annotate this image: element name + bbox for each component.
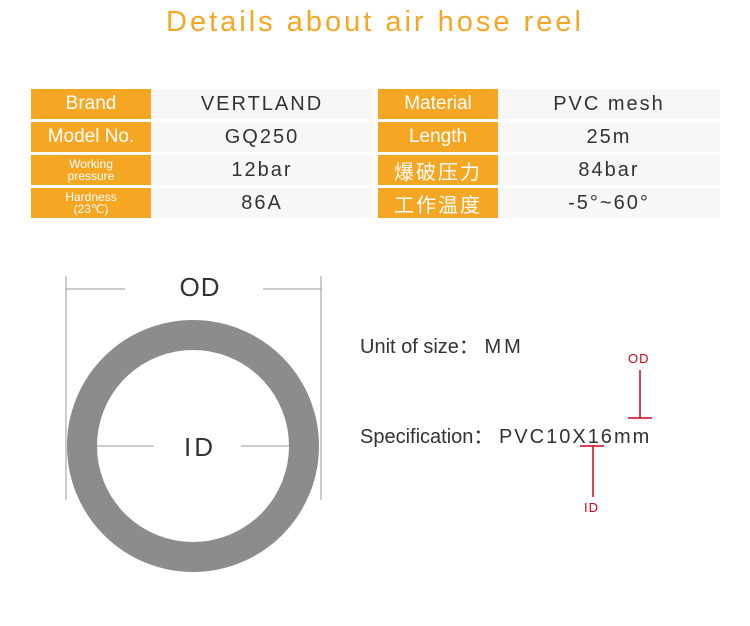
hose-ring: [67, 320, 319, 572]
spec-label: Working pressure: [31, 155, 151, 185]
spec-value: 86A: [151, 188, 373, 218]
spec-row-material: Material PVC mesh: [378, 89, 720, 119]
spec-row-burst-pressure: 爆破压力 84bar: [378, 155, 720, 185]
specification-label: Specification：: [360, 426, 494, 448]
id-label: ID: [184, 432, 216, 462]
spec-table-left: Brand VERTLAND Model No. GQ250 Working p…: [31, 86, 373, 221]
od-tag: OD: [628, 351, 650, 366]
spec-row-hardness: Hardness (23℃) 86A: [31, 188, 373, 218]
spec-label-line: (23℃): [73, 202, 109, 216]
spec-value: PVC mesh: [498, 89, 720, 119]
spec-row-working-pressure: Working pressure 12bar: [31, 155, 373, 185]
spec-value: VERTLAND: [151, 89, 373, 119]
id-tag: ID: [584, 500, 599, 515]
spec-row-length: Length 25m: [378, 122, 720, 152]
spec-label: Material: [378, 89, 498, 119]
spec-value: 12bar: [151, 155, 373, 185]
page-title: Details about air hose reel: [166, 6, 584, 38]
specification-id-value: 10: [546, 426, 573, 448]
spec-label: Length: [378, 122, 498, 152]
spec-value: 84bar: [498, 155, 720, 185]
unit-value: MM: [484, 336, 524, 358]
spec-label: Hardness (23℃): [31, 188, 151, 218]
specification-od-value: 16: [587, 426, 614, 448]
spec-label: Model No.: [31, 122, 151, 152]
specification: Specification： PVC10X16mm: [360, 420, 651, 449]
spec-label-line: Hardness: [65, 190, 117, 204]
unit-label: Unit of size：: [360, 336, 479, 358]
spec-label: 爆破压力: [378, 155, 498, 185]
spec-value: GQ250: [151, 122, 373, 152]
spec-value: 25m: [498, 122, 720, 152]
specification-separator: X: [572, 426, 588, 448]
spec-label-line: pressure: [67, 169, 115, 183]
spec-table-right: Material PVC mesh Length 25m 爆破压力 84bar …: [378, 86, 720, 221]
spec-row-model: Model No. GQ250: [31, 122, 373, 152]
specification-prefix: PVC: [498, 426, 547, 448]
spec-row-brand: Brand VERTLAND: [31, 89, 373, 119]
od-label: OD: [180, 272, 221, 302]
unit-of-size: Unit of size： MM: [360, 330, 524, 359]
spec-value: -5°~60°: [498, 188, 720, 218]
spec-label: 工作温度: [378, 188, 498, 218]
specification-suffix: mm: [613, 426, 652, 448]
spec-label-line: Working: [69, 157, 113, 171]
spec-label: Brand: [31, 89, 151, 119]
spec-row-working-temperature: 工作温度 -5°~60°: [378, 188, 720, 218]
